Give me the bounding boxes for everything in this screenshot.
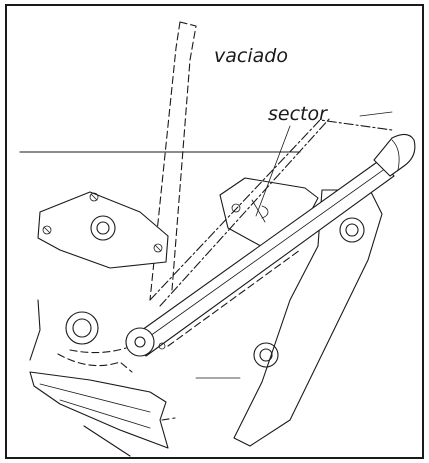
plate-screw-top: [89, 192, 99, 202]
label-vaciado: vaciado: [214, 45, 288, 67]
vaciado-lever-outline: [149, 21, 197, 421]
plate-pivot-hole: [90, 215, 116, 241]
lower-housing: [29, 299, 133, 373]
label-sector: sector: [268, 103, 328, 125]
lever-knob: [373, 133, 416, 177]
arm-lower-hole: [253, 342, 279, 368]
arm-upper-hole: [339, 217, 365, 243]
mounting-plate: [37, 191, 169, 269]
sector-leader-line: [255, 125, 291, 217]
sector-leader-tick: [359, 111, 393, 117]
diagram-frame: [5, 4, 424, 459]
plate-screw-left: [42, 225, 52, 235]
bottom-blade: [29, 371, 169, 457]
right-arm: [195, 189, 383, 447]
main-lever: [125, 133, 416, 357]
lower-pivot-hole: [65, 311, 99, 345]
lever-pivot: [125, 327, 155, 357]
plate-screw-right: [153, 243, 163, 253]
lever-alternate-position: [149, 117, 393, 347]
